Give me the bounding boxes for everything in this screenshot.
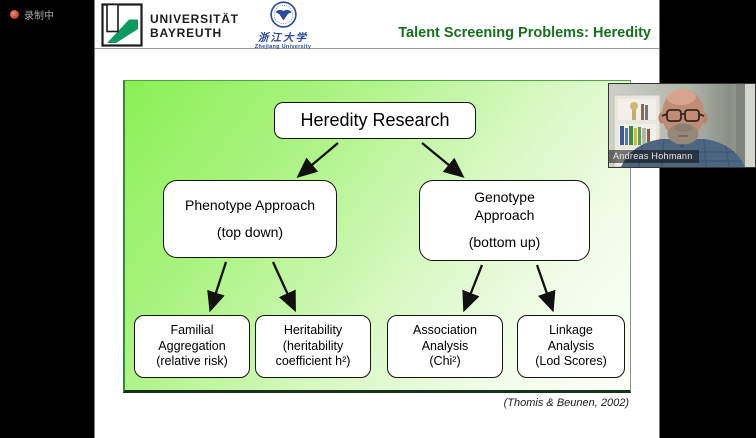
zhejiang-university-chinese-name: 浙江大学 [258,32,308,44]
node-line: coefficient h²) [275,354,351,369]
node-label: Heredity Research [300,110,450,130]
slide-header: UNIVERSITÄT BAYREUTH 浙江大学 Zhejiang Unive… [95,0,659,50]
diagram-node-familial-aggregation: Familial Aggregation (relative risk) [134,315,250,378]
zhejiang-university-mark: 浙江大学 Zhejiang University [247,1,319,50]
node-label: Phenotype Approach [185,196,315,213]
university-name-line1: UNIVERSITÄT [150,12,239,26]
node-sublabel: (bottom up) [468,234,541,251]
citation: (Thomis & Beunen, 2002) [503,397,629,409]
diagram-node-heritability: Heritability (heritability coefficient h… [255,315,371,378]
diagram-arrows [207,142,556,313]
node-line: Familial [170,323,214,338]
node-line: Association [413,323,477,338]
university-name: UNIVERSITÄT BAYREUTH [150,12,239,40]
spacer [164,214,336,224]
participant-name-label: Andreas Hohmann [609,150,699,163]
node-line: (Chi²) [429,354,461,369]
diagram-node-linkage-analysis: Linkage Analysis (Lod Scores) [517,315,625,378]
university-name-line2: BAYREUTH [150,26,222,41]
recording-label: 录制中 [24,11,54,22]
node-line: Analysis [547,338,595,353]
shared-screen-slide: UNIVERSITÄT BAYREUTH 浙江大学 Zhejiang Unive… [94,0,660,438]
node-line: Analysis [421,338,469,353]
node-line: Heritability [283,323,343,338]
participant-video-thumbnail[interactable]: Andreas Hohmann [608,83,756,168]
diagram-node-heredity-research: Heredity Research [274,102,476,139]
slide-title: Talent Screening Problems: Heredity [398,25,651,41]
node-line: Linkage [549,323,593,338]
recording-dot-icon [10,10,19,19]
node-line: Aggregation [158,338,226,353]
universitaet-bayreuth-logo-icon [101,3,143,47]
node-line: (Lod Scores) [535,354,607,369]
heredity-diagram-panel: Heredity Research Phenotype Approach (to… [123,80,631,393]
spacer [420,224,589,234]
zhejiang-university-seal-icon [269,1,297,28]
zhejiang-university-english-name: Zhejiang University [254,43,312,50]
node-line: (relative risk) [156,354,228,369]
node-line: (heritability [282,338,344,353]
recording-indicator: 录制中 [10,7,54,22]
node-label: Genotype [474,189,535,206]
diagram-node-phenotype-approach: Phenotype Approach (top down) [163,180,337,258]
glasses-icon [661,109,705,122]
node-sublabel: (top down) [216,224,284,240]
node-label: Approach [474,206,535,223]
diagram-node-association-analysis: Association Analysis (Chi²) [387,315,503,378]
diagram-node-genotype-approach: Genotype Approach (bottom up) [419,180,590,261]
